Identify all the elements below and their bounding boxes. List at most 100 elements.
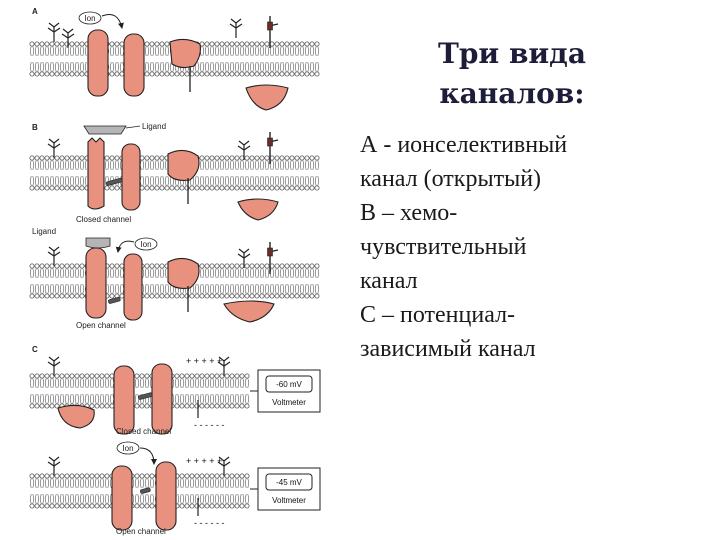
lipid-head	[264, 263, 270, 269]
lipid-tail	[214, 267, 220, 279]
lipid-head	[104, 503, 110, 509]
receptor-body	[267, 247, 273, 257]
channel-subunit-left	[85, 247, 107, 319]
lipid-tail	[54, 393, 60, 405]
lipid-tail	[149, 477, 155, 489]
lipid-head	[49, 503, 55, 509]
glycoprotein-icon	[237, 140, 251, 160]
lipid-tail	[314, 283, 320, 295]
lipid-tail	[189, 393, 195, 405]
lipid-head	[304, 185, 310, 191]
lipid-head	[314, 155, 320, 161]
lipid-head	[104, 403, 110, 409]
lipid-tail	[289, 45, 295, 57]
lipid-tail	[59, 45, 65, 57]
lipid-head	[144, 41, 150, 47]
lipid-head	[134, 373, 140, 379]
lipid-head	[219, 403, 225, 409]
lipid-head	[94, 503, 100, 509]
lipid-tail	[39, 61, 45, 73]
lipid-head	[144, 185, 150, 191]
lipid-head	[44, 293, 50, 299]
lipid-tail	[179, 377, 185, 389]
lipid-head	[144, 403, 150, 409]
lipid-head	[214, 41, 220, 47]
list-item-a: А - ионселективный канал (открытый)	[360, 132, 568, 192]
lipid-tail	[264, 283, 270, 295]
glycoprotein-icon	[217, 356, 231, 376]
lipid-tail	[264, 267, 270, 279]
lipid-tail	[239, 477, 245, 489]
lipid-head	[289, 293, 295, 299]
lipid-tail	[174, 377, 180, 389]
lipid-head	[209, 403, 215, 409]
lipid-head	[234, 71, 240, 77]
lipid-tail	[204, 159, 210, 171]
lipid-tail	[104, 477, 110, 489]
lipid-head	[144, 473, 150, 479]
lipid-tail	[299, 159, 305, 171]
lipid-tail	[219, 393, 225, 405]
lipid-tail	[274, 159, 280, 171]
glycoprotein-icon	[47, 138, 61, 158]
lipid-tail	[199, 477, 205, 489]
branch	[229, 18, 243, 29]
voltmeter-label: Voltmeter	[272, 496, 306, 505]
lipid-head	[254, 263, 260, 269]
lipid-tail	[204, 477, 210, 489]
lipid-head	[279, 293, 285, 299]
lipid-tail	[59, 377, 65, 389]
lipid-head	[34, 263, 40, 269]
lipid-tail	[269, 61, 275, 73]
lipid-head	[64, 373, 70, 379]
lipid-tail	[89, 477, 95, 489]
lipid-tail	[269, 267, 275, 279]
lipid-head	[314, 263, 320, 269]
lipid-head	[269, 185, 275, 191]
lipid-head	[99, 473, 105, 479]
lipid-head	[244, 263, 250, 269]
lipid-tail	[249, 267, 255, 279]
lipid-head	[139, 473, 145, 479]
closed-channel-label: Closed channel	[76, 215, 131, 224]
lipid-head	[104, 155, 110, 161]
lipid-tail	[159, 175, 165, 187]
lipid-tail	[254, 175, 260, 187]
voltmeter-display	[265, 375, 313, 393]
lipid-tail	[209, 267, 215, 279]
lipid-tail	[249, 45, 255, 57]
lipid-tail	[114, 45, 120, 57]
lipid-tail	[234, 477, 240, 489]
lipid-head	[234, 503, 240, 509]
lipid-tail	[84, 477, 90, 489]
lipid-head	[259, 41, 265, 47]
lipid-tail	[189, 493, 195, 505]
lipid-tail	[264, 175, 270, 187]
lipid-tail	[49, 159, 55, 171]
lipid-tail	[154, 61, 160, 73]
lipid-head	[44, 155, 50, 161]
lipid-tail	[39, 393, 45, 405]
lipid-head	[49, 185, 55, 191]
lipid-tail	[244, 493, 250, 505]
lipid-head	[284, 185, 290, 191]
lipid-tail	[229, 45, 235, 57]
lipid-tail	[219, 377, 225, 389]
lipid-tail	[209, 159, 215, 171]
lipid-head	[69, 263, 75, 269]
lipid-head	[174, 293, 180, 299]
lipid-head	[59, 263, 65, 269]
lipid-head	[309, 71, 315, 77]
lipid-head	[199, 71, 205, 77]
lipid-tail	[234, 283, 240, 295]
lipid-tail	[304, 61, 310, 73]
lipid-tail	[39, 159, 45, 171]
lipid-head	[189, 503, 195, 509]
lipid-tail	[234, 377, 240, 389]
lipid-tail	[224, 493, 230, 505]
lipid-head	[224, 293, 230, 299]
lipid-head	[179, 185, 185, 191]
lipid-head	[274, 41, 280, 47]
lipid-tail	[144, 159, 150, 171]
